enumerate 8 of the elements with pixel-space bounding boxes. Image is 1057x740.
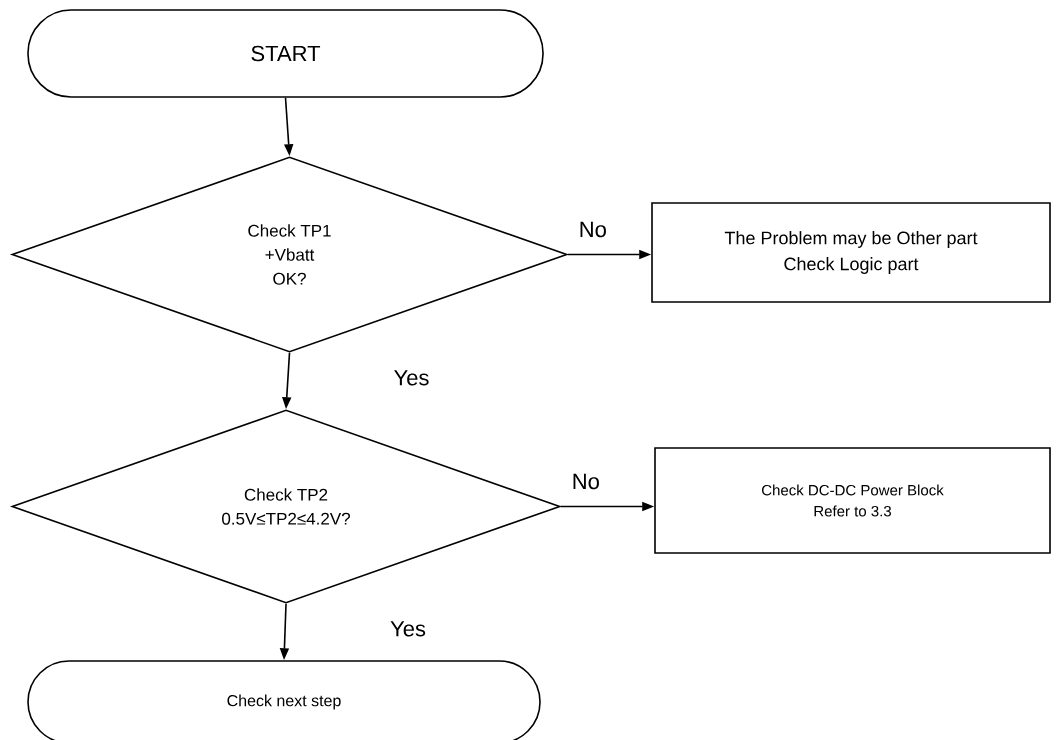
terminal-box: START <box>27 9 544 98</box>
edge-label: Yes <box>390 621 426 637</box>
edge-label: No <box>580 221 606 238</box>
edge-label: Yes <box>394 370 429 386</box>
edge-label: No <box>573 473 599 490</box>
process-box: The Problem may be Other part Check Logic part <box>651 202 1051 303</box>
process-box: Check DC-DC Power Block Refer to 3.3 <box>654 447 1051 554</box>
terminal-box: Check next step <box>27 660 541 740</box>
